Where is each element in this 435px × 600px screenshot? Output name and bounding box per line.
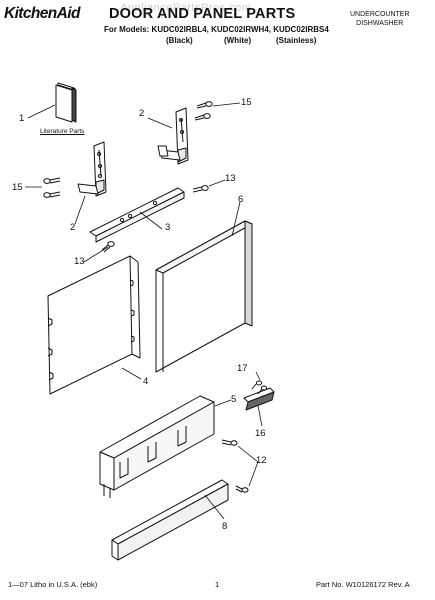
callout-13-left: 13 bbox=[74, 256, 85, 267]
callout-3: 3 bbox=[165, 222, 171, 233]
screw-13-right bbox=[192, 185, 209, 193]
rail-bracket bbox=[89, 187, 185, 243]
watermark: AppliancePartsPros.com bbox=[120, 2, 252, 14]
hinge-bracket-lower bbox=[77, 141, 107, 197]
callout-1: 1 bbox=[19, 113, 25, 124]
callout-5: 5 bbox=[231, 394, 237, 405]
models-line: For Models: KUDC02IRBL4, KUDC02IRWH4, KU… bbox=[104, 25, 329, 34]
literature-parts-label: Literature Parts bbox=[40, 128, 85, 135]
page-number: 1 bbox=[215, 580, 220, 589]
callout-15-left: 15 bbox=[12, 182, 23, 193]
toe-panel bbox=[111, 479, 229, 561]
screw-13-left bbox=[101, 241, 115, 253]
callout-16: 16 bbox=[255, 428, 266, 439]
callout-17: 17 bbox=[237, 363, 248, 374]
callout-13-right: 13 bbox=[225, 173, 236, 184]
screw-12-lower bbox=[235, 485, 249, 493]
callout-8: 8 bbox=[222, 521, 228, 532]
callout-2-lower: 2 bbox=[70, 222, 76, 233]
category-label: UNDERCOUNTER DISHWASHER bbox=[350, 10, 410, 28]
brand-logo: KitchenAid bbox=[4, 5, 80, 22]
print-info: 1—07 Litho in U.S.A. (ebk) bbox=[8, 580, 98, 589]
screw-12-upper bbox=[221, 439, 238, 446]
screw-15-upper bbox=[194, 101, 213, 121]
inner-panel bbox=[47, 255, 141, 395]
color-stainless-label: (Stainless) bbox=[276, 36, 317, 45]
callout-15-upper: 15 bbox=[241, 97, 252, 108]
callout-4: 4 bbox=[143, 376, 149, 387]
door-panel bbox=[155, 220, 253, 373]
part-number: Part No. W10126172 Rev. A bbox=[316, 580, 410, 589]
toe-panel-bracket bbox=[99, 395, 215, 498]
literature-booklet bbox=[55, 82, 77, 123]
screw-15-left bbox=[43, 177, 61, 198]
callout-12: 12 bbox=[256, 455, 267, 466]
page-title: DOOR AND PANEL PARTS bbox=[109, 6, 296, 22]
callout-2-upper: 2 bbox=[139, 108, 145, 119]
color-black-label: (Black) bbox=[166, 36, 193, 45]
end-cap bbox=[243, 387, 275, 411]
color-white-label: (White) bbox=[224, 36, 252, 45]
leader-lines bbox=[25, 102, 263, 520]
category-line-2: DISHWASHER bbox=[356, 20, 404, 27]
category-line-1: UNDERCOUNTER bbox=[350, 11, 410, 18]
hinge-bracket-upper bbox=[157, 107, 189, 165]
callout-6: 6 bbox=[238, 194, 244, 205]
screw-17 bbox=[251, 380, 268, 395]
